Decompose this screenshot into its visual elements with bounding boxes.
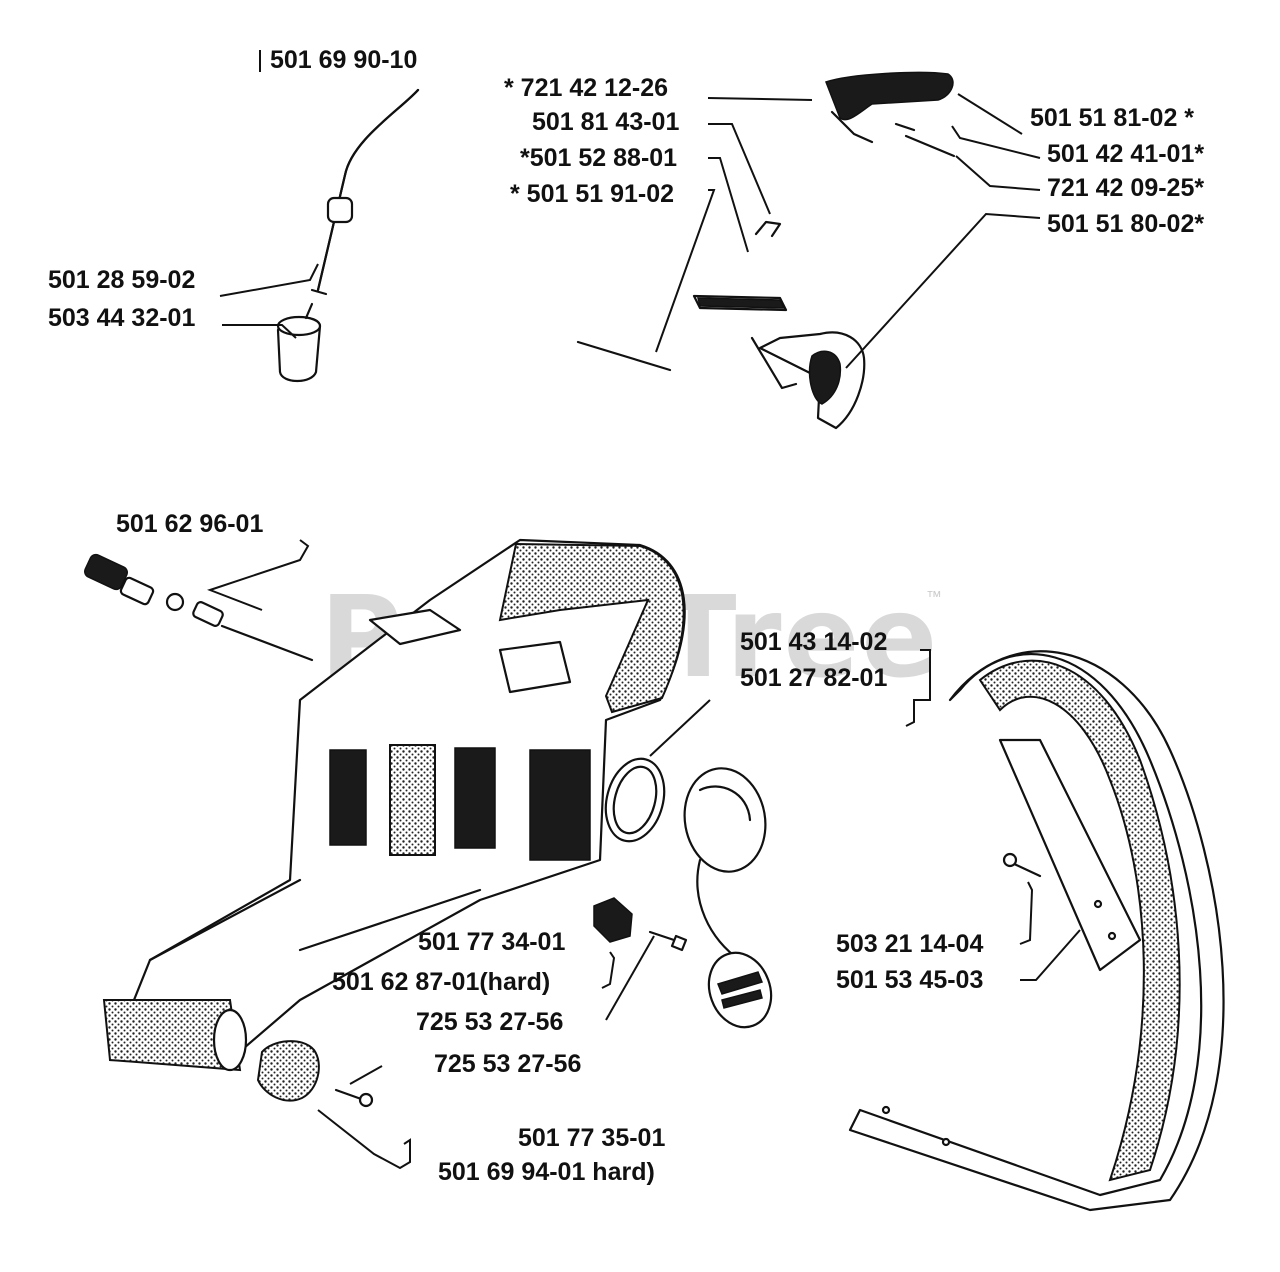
label-501-51-81-02: 501 51 81-02 *: [1030, 104, 1194, 132]
label-501-51-91-02: * 501 51 91-02: [510, 180, 674, 208]
label-501-62-87-01-hard: 501 62 87-01(hard): [332, 968, 550, 996]
crankcase-body-illustration: [102, 538, 686, 1072]
o-ring-illustration: [604, 757, 666, 843]
oil-pump-shaft-illustration: [84, 553, 314, 662]
av-buffer-upper-illustration: [593, 897, 688, 952]
label-501-51-80-02: 501 51 80-02*: [1047, 210, 1204, 238]
label-503-21-14-04: 503 21 14-04: [836, 930, 983, 958]
front-handle-illustration: [848, 650, 1225, 1212]
part-labels: 501 69 90-10 * 721 42 12-26 501 81 43-01…: [48, 46, 1204, 1186]
fuel-filter-illustration: [276, 302, 322, 383]
label-501-52-88-01: *501 52 88-01: [520, 144, 677, 172]
label-725-53-27-56-upper: 725 53 27-56: [416, 1008, 563, 1036]
label-501-77-35-01: 501 77 35-01: [518, 1124, 665, 1152]
label-503-44-32-01: 503 44 32-01: [48, 304, 195, 332]
label-721-42-09-25: 721 42 09-25*: [1047, 174, 1204, 202]
label-501-28-59-02: 501 28 59-02: [48, 266, 195, 294]
tank-cap-illustration: [683, 767, 773, 1029]
fuel-hose-illustration: [310, 88, 420, 296]
label-501-69-94-01-hard: 501 69 94-01 hard): [438, 1158, 655, 1186]
label-501-53-45-03: 501 53 45-03: [836, 966, 983, 994]
label-501-77-34-01: 501 77 34-01: [418, 928, 565, 956]
throttle-lockout-illustration: [825, 71, 956, 158]
label-501-81-43-01: 501 81 43-01: [532, 108, 679, 136]
throttle-trigger-illustration: [576, 220, 866, 430]
label-501-27-82-01: 501 27 82-01: [740, 664, 887, 692]
label-501-69-90-10: 501 69 90-10: [270, 46, 417, 74]
label-725-53-27-56-lower: 725 53 27-56: [434, 1050, 581, 1078]
label-501-62-96-01: 501 62 96-01: [116, 510, 263, 538]
leader-lines: [207, 50, 1081, 1170]
av-buffer-lower-illustration: [256, 1040, 374, 1108]
handle-screw-illustration: [1002, 852, 1042, 878]
label-501-43-14-02: 501 43 14-02: [740, 628, 887, 656]
label-501-42-41-01: 501 42 41-01*: [1047, 140, 1204, 168]
label-721-42-12-26: * 721 42 12-26: [504, 74, 668, 102]
watermark-trademark: ™: [926, 589, 942, 606]
